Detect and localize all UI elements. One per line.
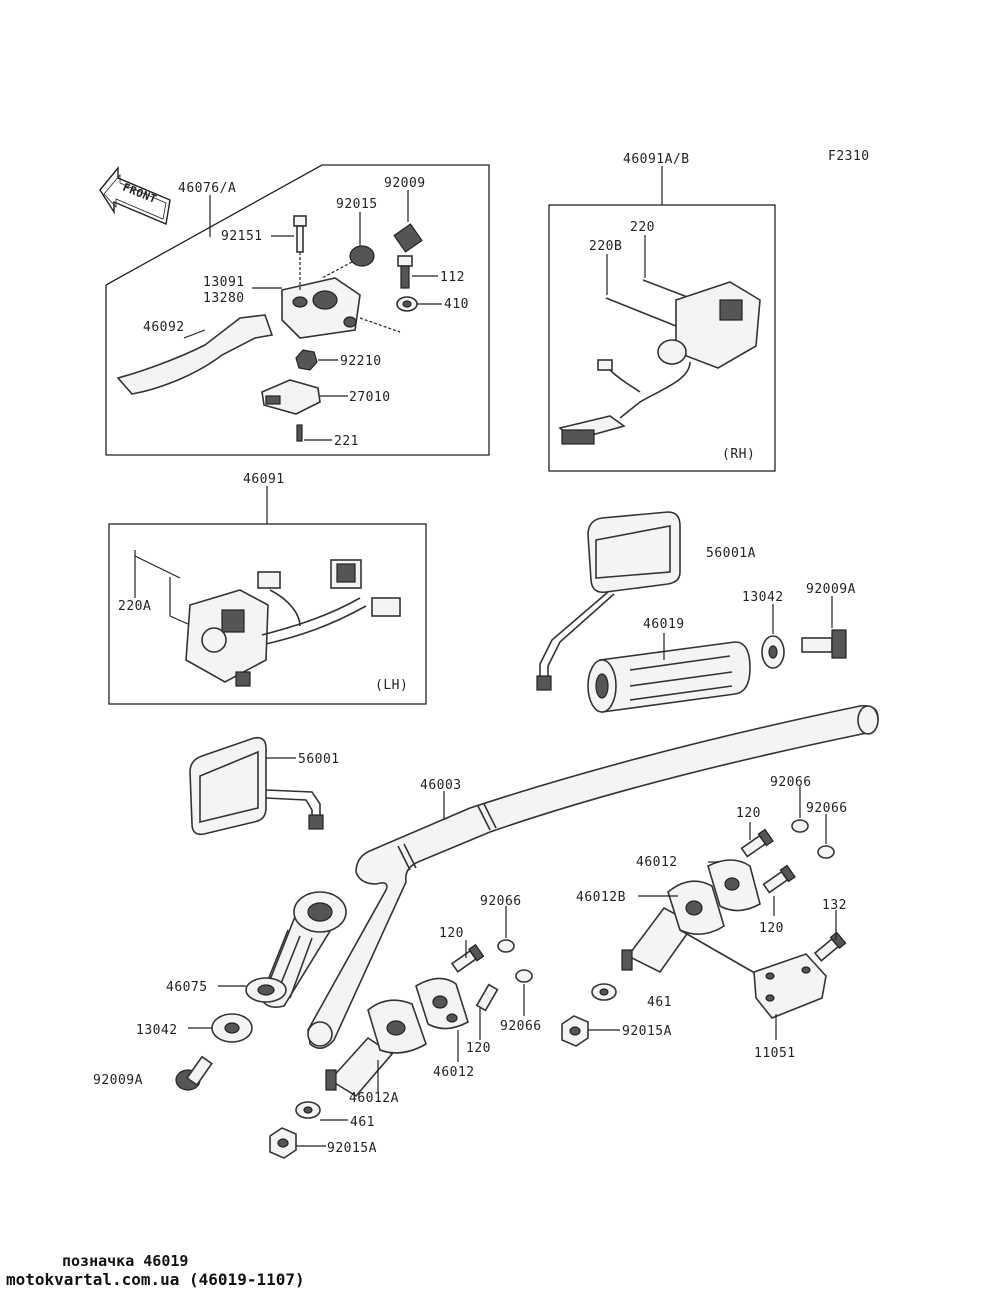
part-label-46091AB: 46091A/B (623, 152, 690, 167)
part-label-92151: 92151 (221, 229, 263, 244)
washer-92066-mid-lower (515, 969, 533, 983)
nut-92210 (295, 349, 318, 371)
part-label-11051: 11051 (754, 1046, 796, 1061)
part-label-410: 410 (444, 297, 469, 312)
part-label-56001: 56001 (298, 752, 340, 767)
part-label-220B: 220B (589, 239, 622, 254)
source-watermark: motokvartal.com.ua (46019-1107) (6, 1270, 305, 1289)
washer-92066-right-a (791, 819, 809, 833)
clutch-switch-27010 (261, 379, 321, 415)
part-label-92015: 92015 (336, 197, 378, 212)
part-label-92210: 92210 (340, 354, 382, 369)
part-label-46076A: 46076/A (178, 181, 236, 196)
washer-461-left (295, 1101, 321, 1119)
part-label-92009A-left: 92009A (93, 1073, 143, 1088)
handlebar-clamp-marks (397, 803, 497, 871)
part-label-120-right-lower: 120 (759, 921, 784, 936)
throttle-grip-46019 (587, 641, 751, 713)
rh-side-label: (RH) (722, 447, 755, 462)
caption: позначка 46019 (62, 1252, 189, 1270)
part-label-92066-right-a: 92066 (770, 775, 812, 790)
left-clamp-assembly (325, 977, 469, 1098)
part-label-46012-lower: 46012 (433, 1065, 475, 1080)
part-label-220A: 220A (118, 599, 151, 614)
bolt-92151 (293, 215, 307, 253)
part-label-27010: 27010 (349, 390, 391, 405)
part-label-120-right-upper: 120 (736, 806, 761, 821)
handlebar-46003 (307, 704, 879, 1049)
lh-side-label: (LH) (375, 678, 408, 693)
part-label-13042-right: 13042 (742, 590, 784, 605)
clutch-lever (116, 314, 274, 395)
part-label-13091: 13091 (203, 275, 245, 290)
part-label-46012-upper: 46012 (636, 855, 678, 870)
lh-switch-box: 46091 220A (LH) (108, 472, 427, 705)
rh-switch-box: 46091A/B 220 220B (RH) (548, 152, 776, 472)
part-label-461-left: 461 (350, 1115, 375, 1130)
washer-92066-right-b (817, 845, 835, 859)
part-label-13280: 13280 (203, 291, 245, 306)
screw-221 (296, 424, 303, 442)
part-label-461-right: 461 (647, 995, 672, 1010)
bolt-132 (813, 931, 847, 962)
nut-92015A-right (561, 1015, 589, 1047)
part-label-46075: 46075 (166, 980, 208, 995)
lever-holder (281, 277, 361, 339)
front-arrow-icon: FRONT (99, 166, 171, 225)
part-label-13042-left: 13042 (136, 1023, 178, 1038)
rh-switch-housing (558, 279, 761, 445)
lh-switch-housing (185, 559, 401, 687)
part-label-120-left-upper: 120 (439, 926, 464, 941)
bolt-120-right-upper (740, 828, 774, 858)
part-label-46092: 46092 (143, 320, 185, 335)
part-label-46003: 46003 (420, 778, 462, 793)
part-label-92015A-right: 92015A (622, 1024, 672, 1039)
part-label-56001A: 56001A (706, 546, 756, 561)
bolt-120-left-upper (450, 943, 485, 973)
adjuster-92009 (393, 223, 423, 253)
part-label-120-left-lower: 120 (466, 1041, 491, 1056)
right-mirror-56001A (536, 511, 681, 691)
bolt-92009A-left (175, 1055, 213, 1091)
bracket-11051 (753, 953, 827, 1019)
spacer-13042-left (211, 1013, 253, 1043)
bolt-92009A-right (801, 629, 847, 659)
part-label-46012B: 46012B (576, 890, 626, 905)
part-label-221: 221 (334, 434, 359, 449)
part-label-92066-right-b: 92066 (806, 801, 848, 816)
lh-connector (330, 559, 401, 617)
part-label-92066-mid-upper: 92066 (480, 894, 522, 909)
part-label-46019: 46019 (643, 617, 685, 632)
part-label-92015A-left: 92015A (327, 1141, 377, 1156)
figure-code: F2310 (828, 149, 870, 164)
clutch-lever-assembly-box: 46076/A 46092 13091 13280 92151 92015 (105, 164, 490, 456)
rh-connector (558, 415, 626, 445)
pivot-bolt-112 (397, 255, 413, 289)
part-label-92066-mid-lower: 92066 (500, 1019, 542, 1034)
spacer-13042-right (761, 635, 785, 669)
part-label-46012A: 46012A (349, 1091, 399, 1106)
part-label-92009: 92009 (384, 176, 426, 191)
part-label-92009A-right: 92009A (806, 582, 856, 597)
nut-92015A-left (269, 1127, 297, 1159)
part-label-46091: 46091 (243, 472, 285, 487)
part-label-220: 220 (630, 220, 655, 235)
washer-461-right (591, 983, 617, 1001)
bolt-120-left-lower (475, 983, 499, 1012)
left-grip-46075 (245, 891, 347, 1008)
part-label-112: 112 (440, 270, 465, 285)
washer-92066-mid-upper (497, 939, 515, 953)
left-mirror-56001 (189, 736, 324, 836)
bolt-120-right-lower (762, 864, 796, 894)
right-clamp-assembly (621, 859, 761, 977)
adjuster-nut-92015 (349, 245, 375, 267)
part-label-132: 132 (822, 898, 847, 913)
